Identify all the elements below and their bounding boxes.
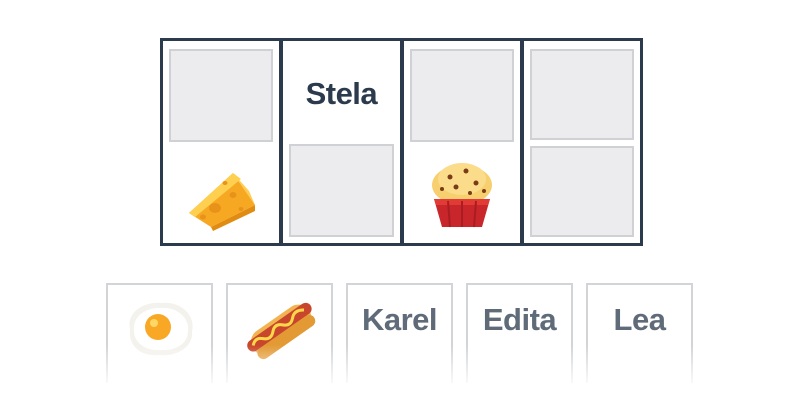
empty-slot[interactable] bbox=[169, 49, 274, 142]
tray-card-fried-egg[interactable] bbox=[106, 283, 213, 383]
empty-slot[interactable] bbox=[529, 146, 634, 237]
empty-slot[interactable] bbox=[289, 144, 394, 237]
hotdog-icon bbox=[240, 295, 320, 361]
board-column-3 bbox=[403, 41, 520, 243]
board-column-4 bbox=[523, 41, 640, 243]
cheese-icon bbox=[181, 153, 261, 233]
tray-card-name[interactable]: Karel bbox=[346, 283, 453, 383]
fried-egg-icon bbox=[120, 295, 200, 361]
board-column-2: Stela bbox=[283, 41, 400, 243]
empty-slot[interactable] bbox=[409, 49, 514, 142]
empty-slot[interactable] bbox=[529, 49, 634, 140]
tray-card-name[interactable]: Lea bbox=[586, 283, 693, 383]
tray-card-name[interactable]: Edita bbox=[466, 283, 573, 383]
name-label: Stela bbox=[305, 75, 378, 111]
answer-tray: Karel Edita Lea bbox=[106, 283, 693, 383]
board-column-1 bbox=[163, 41, 280, 243]
cheese-slot bbox=[169, 148, 273, 237]
tray-card-hotdog[interactable] bbox=[226, 283, 333, 383]
muffin-slot bbox=[410, 148, 514, 237]
muffin-icon bbox=[426, 155, 498, 231]
puzzle-board: Stela bbox=[160, 38, 643, 246]
